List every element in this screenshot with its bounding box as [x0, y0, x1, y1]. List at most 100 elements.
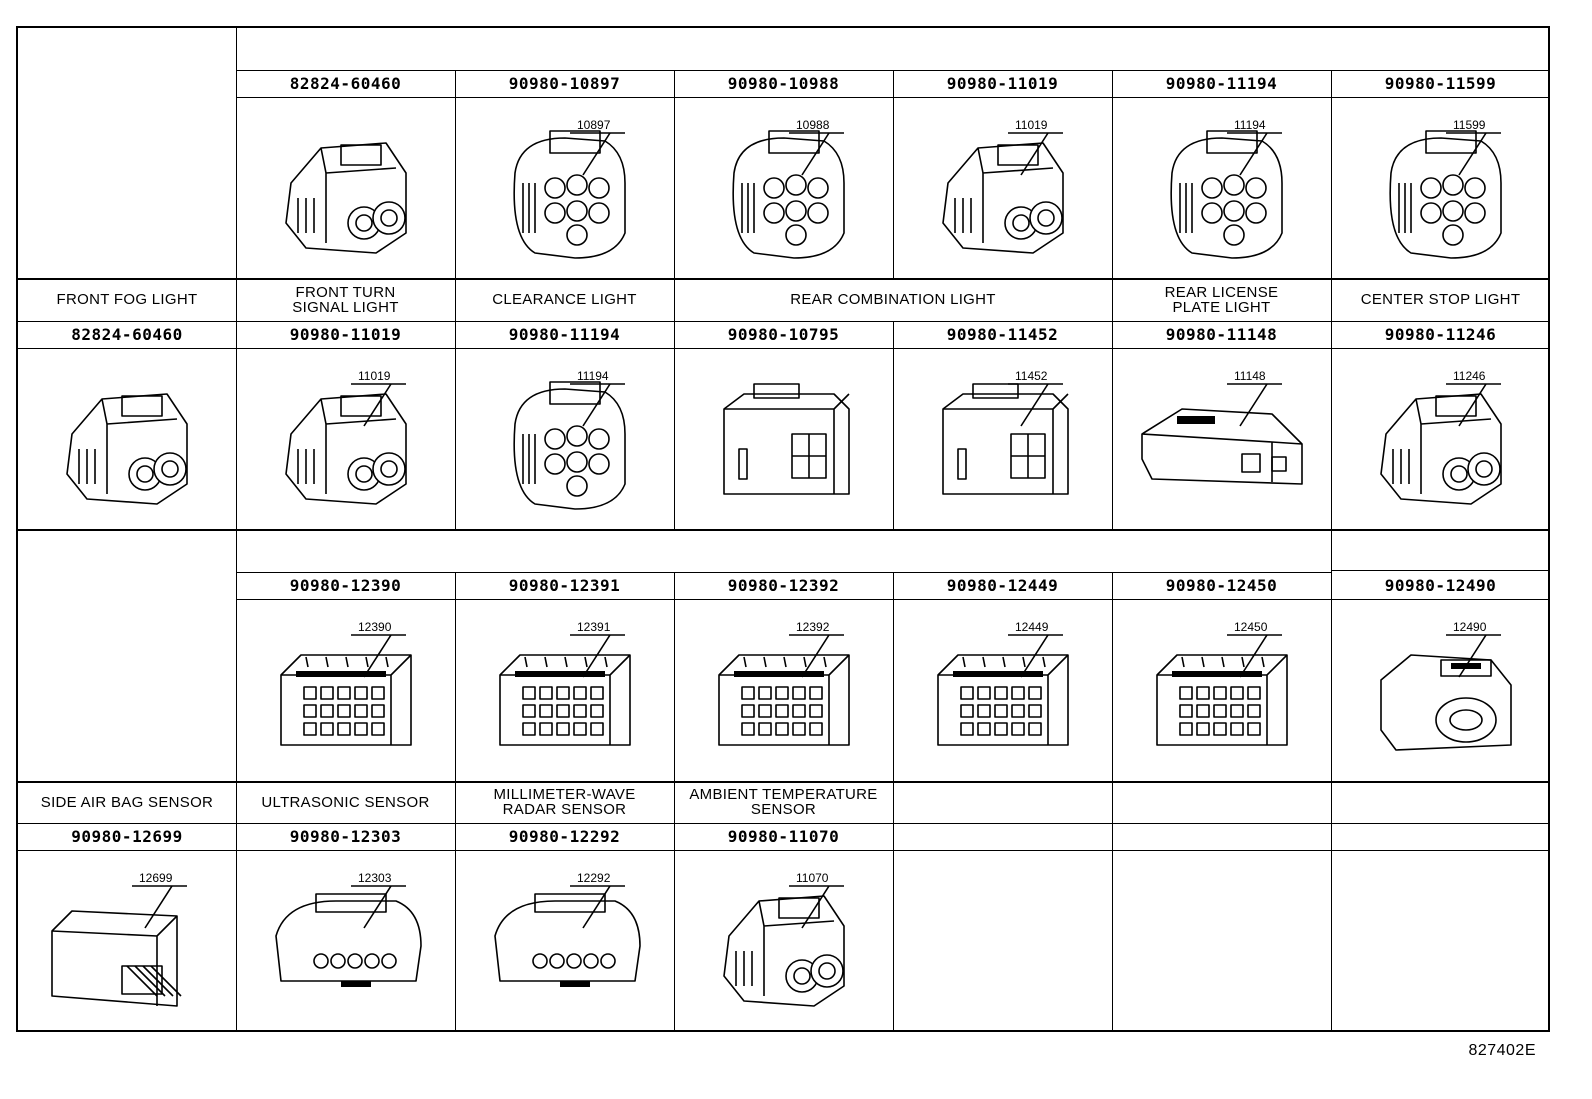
- grid-line: [674, 572, 675, 782]
- part-callout: 12390: [358, 620, 392, 634]
- connector-latch: [1434, 394, 1477, 417]
- connector-cell: 12699: [18, 850, 236, 1032]
- callout-leader: [1457, 132, 1487, 175]
- terminal-cavity: [1229, 686, 1244, 700]
- connector-edge: [319, 147, 396, 243]
- grid-line: [18, 348, 1550, 349]
- connector-housing: [936, 654, 1069, 746]
- connector-edge: [942, 392, 1069, 494]
- terminal-cavity: [1244, 176, 1267, 199]
- part-number: 90980-12449: [946, 576, 1059, 595]
- connector-rib: [1240, 656, 1245, 668]
- grid-line: [455, 278, 456, 322]
- connector-lead: [150, 965, 182, 997]
- terminal-cavity: [370, 722, 385, 736]
- grid-line: [674, 70, 675, 279]
- connector-lead: [142, 965, 174, 997]
- connector-port-inner: [1448, 709, 1483, 731]
- terminal-cavity: [1419, 176, 1442, 199]
- connector-cell: 12449: [893, 599, 1112, 781]
- part-number: 90980-12450: [1165, 576, 1278, 595]
- connector-drawing: 11246: [1379, 369, 1502, 505]
- terminal-cavity: [548, 953, 565, 969]
- part-callout: 10897: [577, 118, 611, 132]
- connector-housing: [274, 900, 422, 982]
- terminal-cavity: [976, 722, 991, 736]
- section-lamp: [18, 28, 236, 278]
- terminal-cavity: [354, 464, 373, 483]
- callout-leader: [581, 885, 611, 929]
- connector-housing: [498, 654, 631, 746]
- connector-rib: [742, 656, 747, 668]
- connector-edge: [499, 654, 631, 745]
- callout-leader: [1238, 132, 1268, 175]
- grid-line: [1112, 321, 1113, 530]
- grid-line: [1331, 278, 1332, 322]
- terminal-cavity: [319, 686, 334, 700]
- terminal-cavity: [565, 223, 588, 246]
- part-number: 90980-11070: [727, 827, 840, 846]
- grid-line: [1331, 570, 1550, 571]
- connector-rib: [1021, 656, 1026, 668]
- terminal-cavity: [379, 208, 398, 227]
- terminal-cavity: [1419, 201, 1442, 224]
- grid-line: [893, 70, 894, 279]
- part-callout: 12392: [796, 620, 830, 634]
- connector-housing: [1379, 654, 1512, 751]
- grid-line: [1331, 321, 1332, 530]
- connector-face: [121, 965, 163, 995]
- terminal-cavity: [555, 722, 570, 736]
- terminal-cavity: [1229, 704, 1244, 718]
- connector-drawing: 11019: [284, 369, 407, 505]
- grid-line: [236, 28, 237, 529]
- terminal-cavity: [589, 722, 604, 736]
- terminal-cavity: [353, 722, 368, 736]
- terminal-cavity: [1195, 686, 1210, 700]
- group-front-air-bag-sensor: [1331, 529, 1550, 572]
- terminal-cavity: [1463, 176, 1486, 199]
- terminal-cavity: [538, 686, 553, 700]
- terminal-cavity: [302, 722, 317, 736]
- terminal-cavity: [791, 686, 806, 700]
- terminal-cavity: [346, 953, 363, 969]
- connector-latch: [121, 394, 163, 417]
- terminal-cavity: [1246, 686, 1261, 700]
- grid-line: [236, 572, 1331, 573]
- terminal-cavity: [1212, 722, 1227, 736]
- connector-edge: [718, 654, 850, 745]
- part-number: 90980-10897: [508, 74, 621, 93]
- terminal-cavity: [806, 176, 829, 199]
- callout-leader: [1019, 132, 1049, 175]
- connector-housing: [941, 392, 1069, 495]
- connector-edge: [937, 654, 1069, 745]
- callout-leader: [362, 885, 392, 929]
- grid-line: [455, 572, 456, 782]
- grid-line: [455, 70, 456, 279]
- terminal-cavity: [740, 686, 755, 700]
- part-number: 90980-12699: [71, 827, 183, 846]
- connector-housing: [284, 392, 407, 505]
- callout-leader: [144, 885, 173, 929]
- terminal-cavity: [757, 704, 772, 718]
- grid-line: [674, 781, 675, 1032]
- connector-latch: [752, 382, 800, 399]
- header-clearance-light: CLEARANCE LIGHT: [492, 291, 637, 308]
- terminal-cavity: [808, 686, 823, 700]
- part-callout: 11019: [1015, 118, 1048, 132]
- connector-edge: [757, 900, 834, 996]
- terminal-cavity: [1246, 722, 1261, 736]
- connector-cell: 11070: [674, 850, 893, 1032]
- callout-leader: [1238, 634, 1268, 678]
- connector-drawing: 11019: [941, 118, 1064, 254]
- terminal-cavity: [959, 704, 974, 718]
- header-front-fog-light: FRONT FOG LIGHT: [56, 291, 198, 308]
- terminal-cavity: [774, 686, 789, 700]
- grid-line: [18, 278, 1550, 280]
- terminal-cavity: [993, 722, 1008, 736]
- part-callout: 12699: [139, 871, 173, 885]
- part-callout: 11452: [1015, 369, 1048, 383]
- terminal-cavity: [565, 953, 582, 969]
- terminal-cavity: [543, 427, 566, 450]
